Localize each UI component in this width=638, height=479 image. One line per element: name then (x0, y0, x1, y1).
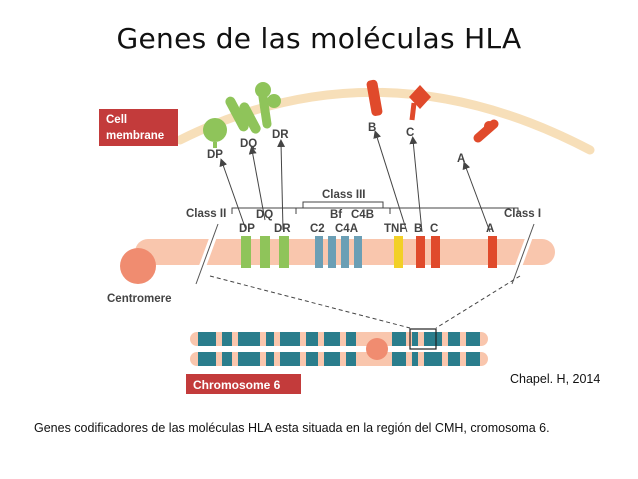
gene-b-block (416, 236, 425, 268)
gene-c2-block (315, 236, 323, 268)
class-iii-label: Class III (322, 189, 365, 201)
molecule-a-label: A (457, 153, 465, 165)
gene-a-block (488, 236, 497, 268)
credit-text: Chapel. H, 2014 (510, 372, 601, 386)
gene-bf-label: Bf (330, 209, 342, 221)
gene-b-label: B (414, 223, 422, 235)
gene-c-block (431, 236, 440, 268)
centromere (120, 248, 156, 284)
cell-membrane-label-line2: membrane (106, 130, 164, 142)
gene-to-molecule-arrows (219, 130, 491, 233)
gene-c2-label: C2 (310, 223, 325, 235)
class-ii-genes (241, 236, 289, 268)
gene-c4a-block (341, 236, 349, 268)
gene-tnf-label: TNF (384, 223, 406, 235)
class-i-label: Class I (504, 208, 541, 220)
gene-c4b-block (354, 236, 362, 268)
gene-bf-block (328, 236, 336, 268)
gene-tnf-block (394, 236, 403, 268)
class-i-genes (416, 236, 497, 268)
gene-dr-label: DR (274, 223, 291, 235)
molecule-dr (255, 82, 281, 129)
molecule-dr-label: DR (272, 129, 289, 141)
class-ii-label: Class II (186, 208, 226, 220)
molecule-b (366, 79, 383, 116)
chromosome-6-label: Chromosome 6 (193, 378, 281, 392)
molecule-dp (203, 118, 227, 148)
cell-membrane-label-line1: Cell (106, 114, 127, 126)
gene-dq-label: DQ (256, 209, 273, 221)
molecule-a (473, 119, 499, 143)
gene-c4b-label: C4B (351, 209, 374, 221)
gene-dq-block (260, 236, 270, 268)
molecule-dq (225, 96, 261, 134)
cell-membrane-label-box (99, 109, 178, 146)
molecule-dq-label: DQ (240, 138, 257, 150)
class-iii-genes (315, 236, 362, 268)
molecule-dp-label: DP (207, 149, 223, 161)
gene-dr-block (279, 236, 289, 268)
molecule-c-label: C (406, 127, 414, 139)
gene-c4a-label: C4A (335, 223, 358, 235)
chromosome-6 (190, 328, 488, 366)
gene-a-label: A (486, 223, 494, 235)
zoom-lines (209, 275, 521, 329)
molecule-b-label: B (368, 122, 376, 134)
slide-title: Genes de las moléculas HLA (116, 22, 522, 55)
centromere-label: Centromere (107, 293, 172, 305)
gene-c-label: C (430, 223, 438, 235)
chromosome-6-label-box (186, 374, 301, 394)
gene-dp-label: DP (239, 223, 255, 235)
caption-text: Genes codificadores de las moléculas HLA… (34, 421, 550, 435)
molecule-c (409, 85, 431, 121)
gene-dp-block (241, 236, 251, 268)
region-brackets (231, 201, 519, 214)
